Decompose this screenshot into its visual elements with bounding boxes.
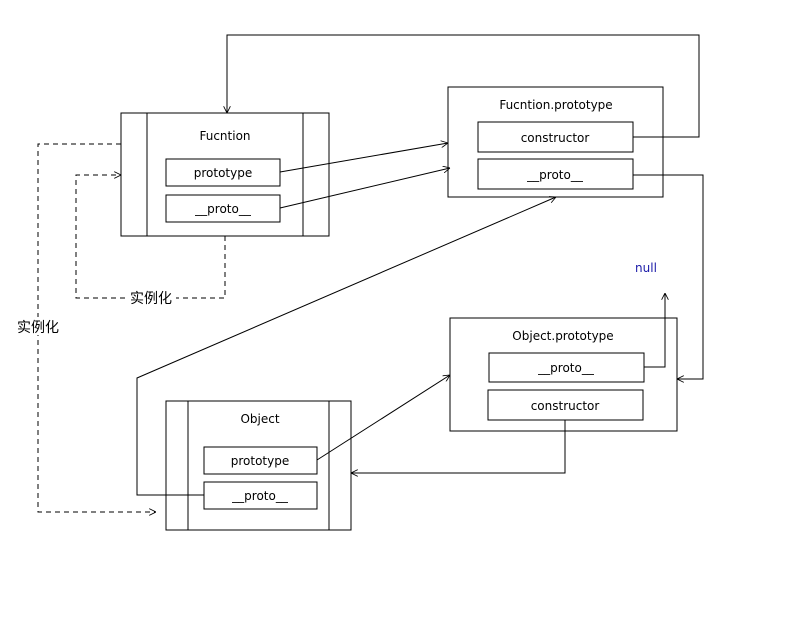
function-box: Fucntion prototype __proto__: [120, 112, 330, 237]
fp-constructor-to-function-arrow: [227, 34, 700, 138]
function-prototype-proto-label: __proto__: [526, 168, 584, 182]
outer-label-bg: [12, 317, 64, 335]
inner-label-bg: [126, 288, 176, 306]
function-prototype-constructor-label: constructor: [521, 131, 590, 145]
instantiation-label-inner: 实例化: [130, 291, 172, 307]
object-prototype-constructor-slot: constructor: [487, 389, 644, 421]
function-prototype-slot: prototype: [165, 158, 281, 187]
fp-proto-to-op-arrow: [633, 174, 704, 379]
function-self-instantiation-arrow: [75, 175, 226, 299]
object-prototype-slot: prototype: [203, 446, 318, 475]
object-prototype-proto-label: __proto__: [537, 361, 595, 375]
function-proto-to-fp-arrow: [279, 168, 450, 209]
object-proto-slot: __proto__: [203, 481, 318, 510]
object-prototype-title: Object.prototype: [512, 329, 613, 343]
null-label: null: [635, 261, 657, 275]
function-proto-label: __proto__: [194, 202, 252, 216]
object-prototype-box: Object.prototype __proto__ constructor: [449, 317, 678, 432]
function-proto-slot: __proto__: [165, 194, 281, 223]
function-prototype-constructor-slot: constructor: [477, 121, 634, 153]
function-prototype-label: prototype: [194, 166, 252, 180]
object-prototype-proto-slot: __proto__: [488, 352, 645, 383]
function-prototype-proto-slot: __proto__: [477, 158, 634, 190]
function-prototype-box: Fucntion.prototype constructor __proto__: [447, 86, 664, 198]
object-prototype-to-op-arrow: [316, 375, 450, 461]
object-proto-to-fp-arrow: [136, 197, 556, 496]
object-proto-label: __proto__: [231, 489, 289, 503]
function-prototype-to-fp-arrow: [279, 143, 448, 173]
object-prototype-label: prototype: [231, 454, 289, 468]
object-title: Object: [240, 412, 279, 426]
function-title: Fucntion: [199, 129, 250, 143]
function-prototype-title: Fucntion.prototype: [499, 98, 612, 112]
op-proto-to-null-arrow: [644, 293, 665, 368]
op-constructor-to-object-arrow: [351, 420, 566, 473]
instantiation-label-outer: 实例化: [17, 320, 59, 336]
object-prototype-constructor-label: constructor: [531, 399, 600, 413]
object-box: Object prototype __proto__: [165, 400, 352, 531]
